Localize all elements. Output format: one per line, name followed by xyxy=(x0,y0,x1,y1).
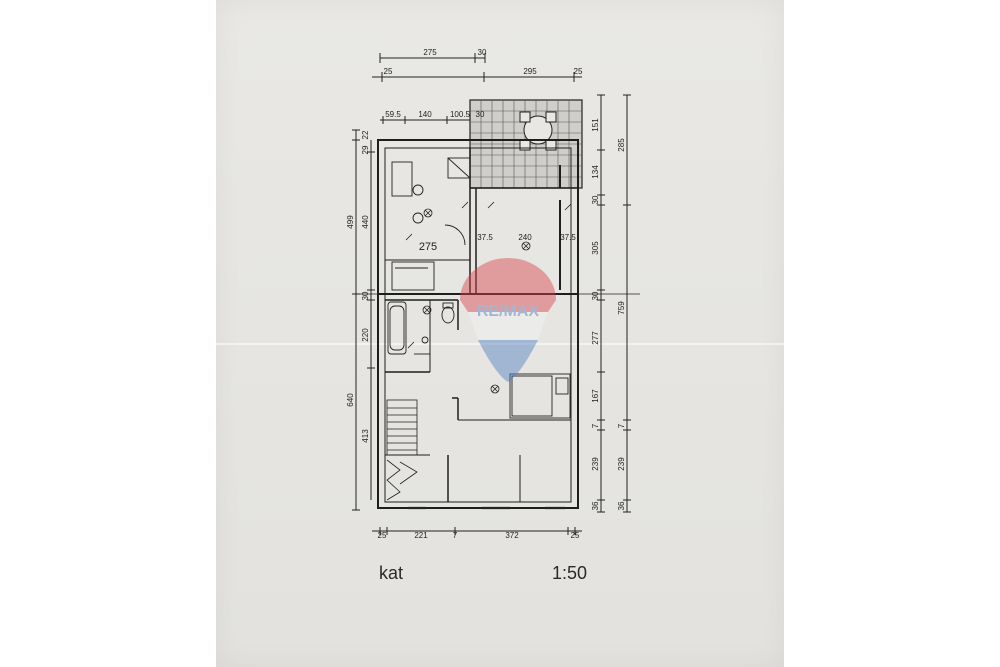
dim-left-30: 30 xyxy=(361,291,370,300)
dim-right-759: 759 xyxy=(617,301,626,315)
dim-left-413: 413 xyxy=(361,429,370,443)
remax-watermark: RE/MAX xyxy=(460,258,556,382)
dim-mid-37b: 37.5 xyxy=(560,233,576,242)
bed xyxy=(509,373,571,419)
dim-left-29: 29 xyxy=(361,145,370,154)
dim-right-7a: 7 xyxy=(591,423,600,428)
dim-bot-25a: 25 xyxy=(378,531,387,540)
dim-left-640: 640 xyxy=(346,393,355,407)
dim-left-440: 440 xyxy=(361,215,370,229)
dim-mid-240: 240 xyxy=(518,233,532,242)
dim-top-30: 30 xyxy=(478,48,487,57)
dim-right-30b: 30 xyxy=(591,291,600,300)
dim-left-220: 220 xyxy=(361,328,370,342)
dim-top3-59: 59.5 xyxy=(385,110,401,119)
dim-bot-221: 221 xyxy=(414,531,428,540)
dim-right-167: 167 xyxy=(591,389,600,403)
dim-left-499: 499 xyxy=(346,215,355,229)
dim-top2-295: 295 xyxy=(523,67,537,76)
dim-top2-25b: 25 xyxy=(574,67,583,76)
dim-right-277: 277 xyxy=(591,331,600,345)
dim-bot-372: 372 xyxy=(505,531,519,540)
room-label-275: 275 xyxy=(419,241,437,253)
terrace xyxy=(469,99,583,189)
paper-fold xyxy=(216,343,784,345)
dim-right-7b: 7 xyxy=(617,423,626,428)
dim-bot-25b: 25 xyxy=(571,531,580,540)
dim-top3-140: 140 xyxy=(418,110,432,119)
watermark-text: RE/MAX xyxy=(477,303,540,320)
dim-right-134: 134 xyxy=(591,165,600,179)
dim-right-305: 305 xyxy=(591,241,600,255)
dim-top3-30: 30 xyxy=(476,110,485,119)
bathroom-fixtures xyxy=(387,301,455,355)
dim-right-36b: 36 xyxy=(617,501,626,510)
dim-mid-37a: 37.5 xyxy=(477,233,493,242)
floor-caption: kat xyxy=(379,563,404,583)
kitchen-furniture xyxy=(391,157,471,291)
dim-right-239a: 239 xyxy=(591,457,600,471)
dim-top3-100: 100.5 xyxy=(450,110,471,119)
dim-right-285: 285 xyxy=(617,138,626,152)
dim-top-275: 275 xyxy=(423,48,437,57)
dim-right-36a: 36 xyxy=(591,501,600,510)
dim-right-30a: 30 xyxy=(591,195,600,204)
dim-bot-7: 7 xyxy=(453,531,458,540)
dim-right-239b: 239 xyxy=(617,457,626,471)
scale-caption: 1:50 xyxy=(552,563,588,583)
dim-left-22: 22 xyxy=(361,130,370,139)
electrical-symbols xyxy=(405,201,572,394)
dim-top2-25a: 25 xyxy=(384,67,393,76)
walls xyxy=(377,139,579,509)
staircase xyxy=(386,399,418,501)
dim-right-151: 151 xyxy=(591,118,600,132)
